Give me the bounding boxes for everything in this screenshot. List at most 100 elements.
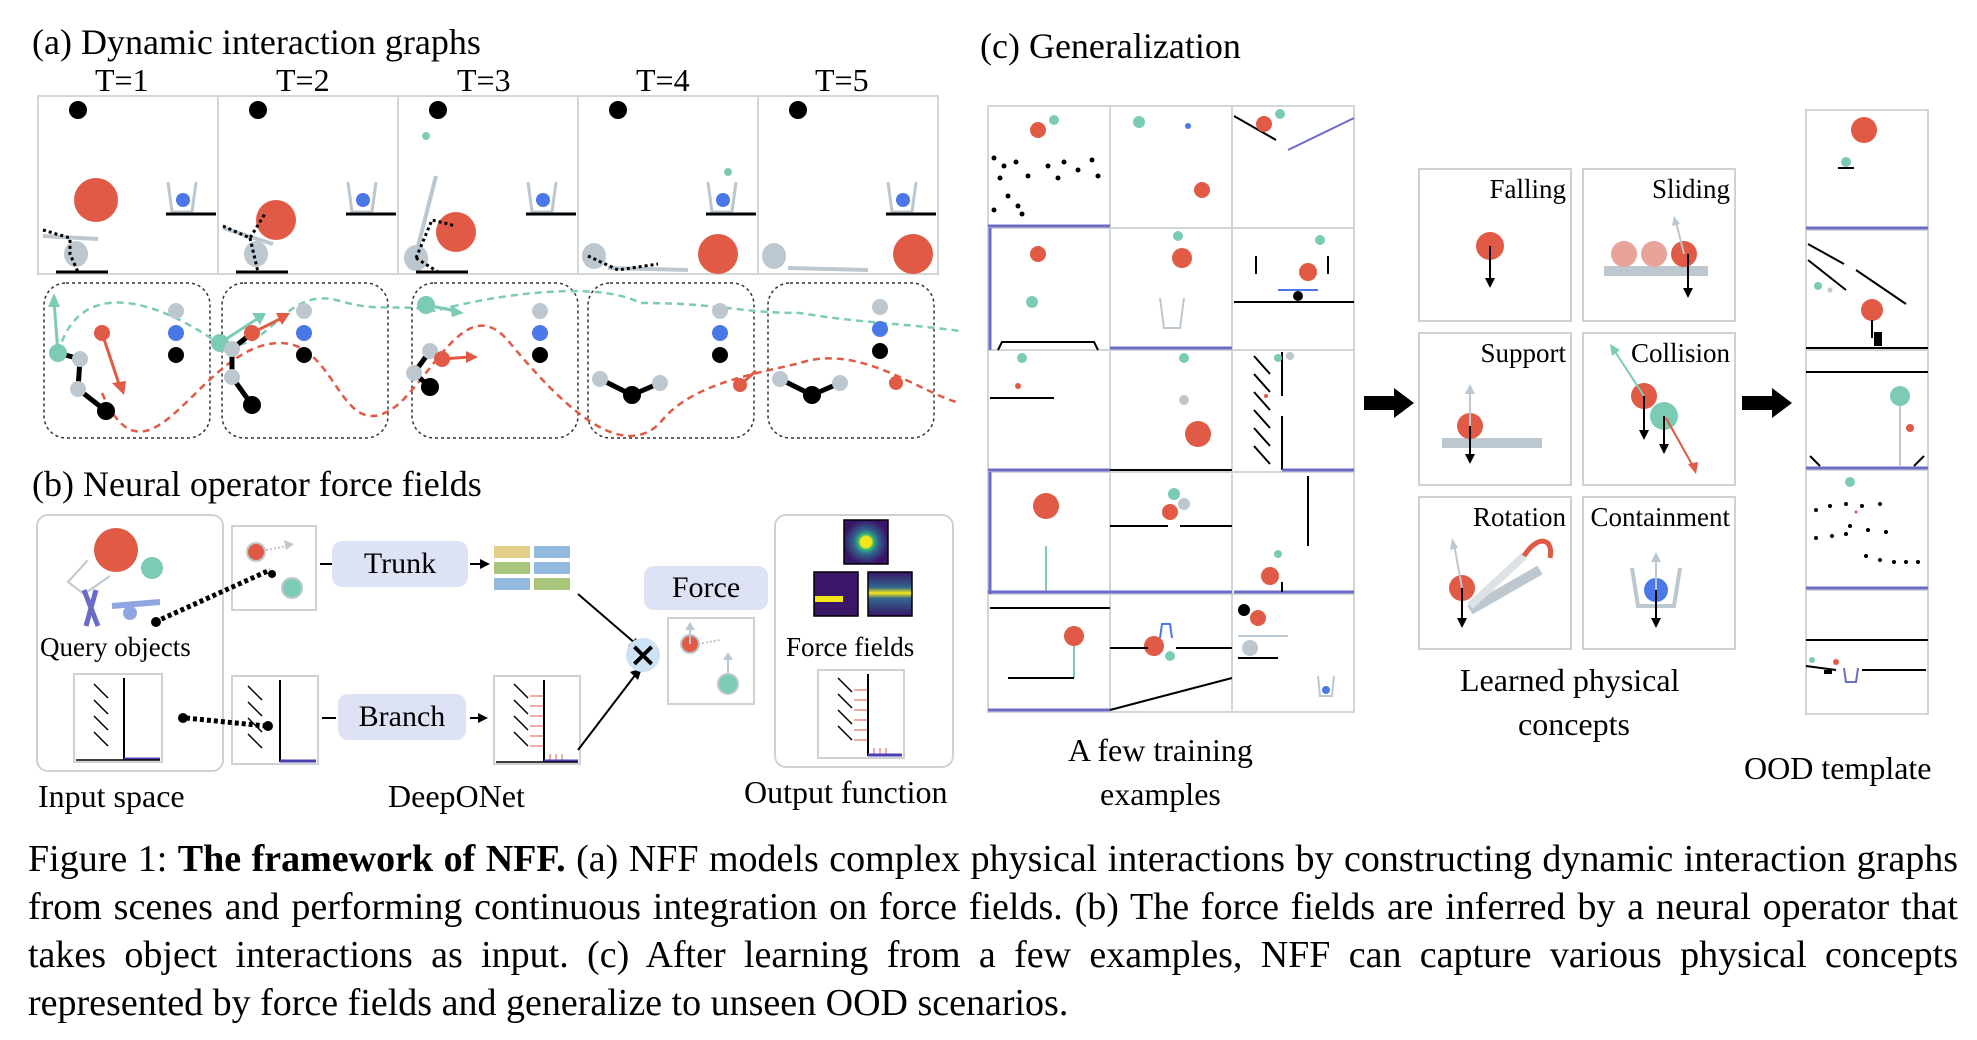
concept-card-sliding: Sliding	[1582, 168, 1736, 322]
heatmap-band	[867, 571, 913, 617]
graph-t5	[772, 299, 903, 404]
scene-frame-t5	[757, 95, 939, 275]
concepts-grid: Falling Sliding Support Collision	[1418, 168, 1738, 652]
panel-b-title: (b) Neural operator force fields	[32, 464, 482, 504]
training-example-14	[1109, 623, 1233, 711]
scene-frame-t4	[577, 95, 759, 275]
force-field-heatmaps	[813, 519, 913, 617]
training-example-15	[1238, 604, 1335, 697]
ood-template-2	[1806, 243, 1928, 349]
arrow-to-concepts	[1364, 388, 1414, 418]
falling-illustration	[1476, 232, 1504, 288]
heatmap-corner	[813, 571, 859, 617]
trunk-arrows	[320, 559, 490, 569]
panel-a-title: (a) Dynamic interaction graphs	[32, 22, 481, 62]
rotation-illustration	[1449, 538, 1554, 628]
collision-illustration	[1610, 344, 1698, 474]
heatmap-radial	[843, 519, 889, 565]
learned-concepts-label-2: concepts	[1518, 706, 1630, 742]
interaction-graphs	[43, 282, 961, 439]
training-example-2	[1133, 116, 1210, 198]
concept-card-collision: Collision	[1582, 332, 1736, 486]
training-example-4	[988, 228, 1099, 351]
concept-card-support: Support	[1418, 332, 1572, 486]
trunk-label: Trunk	[363, 547, 437, 580]
scene-frames	[37, 95, 939, 275]
graph-t1	[48, 293, 184, 420]
time-step-label: T=1	[95, 62, 149, 98]
force-output-scene	[667, 617, 755, 705]
time-step-label: T=2	[276, 62, 330, 98]
output-wall-scene	[817, 669, 905, 759]
merge-arrows	[577, 593, 642, 751]
time-step-label: T=5	[815, 62, 869, 98]
branch-output-scene	[493, 675, 581, 765]
graph-t3	[406, 296, 548, 396]
branch-label: Branch	[358, 700, 446, 733]
graph-t2	[211, 303, 312, 414]
force-output: Force	[644, 566, 768, 610]
training-example-13	[988, 607, 1110, 712]
force-fields-label: Force fields	[786, 632, 915, 662]
ood-template-1	[1806, 117, 1928, 230]
query-dotted-line-trunk	[153, 567, 272, 625]
ood-template-5	[1805, 639, 1928, 683]
branch-arrows	[322, 713, 488, 723]
input-wall-scene	[73, 673, 163, 763]
caption-bold-title: The framework of NFF.	[177, 838, 566, 880]
input-space-label: Input space	[38, 778, 185, 814]
cup	[166, 181, 198, 214]
branch-input-scene	[231, 675, 319, 765]
concept-label: Falling	[1489, 174, 1566, 204]
sliding-illustration	[1604, 216, 1708, 298]
training-example-5	[1110, 231, 1232, 350]
ood-template-label: OOD template	[1744, 750, 1932, 786]
ood-templates-column	[1805, 109, 1929, 715]
training-example-3	[1233, 109, 1355, 151]
caption-prefix: Figure 1:	[28, 838, 178, 880]
concept-label: Sliding	[1651, 174, 1730, 204]
concept-label: Support	[1480, 338, 1566, 368]
multiply-node: ×	[626, 638, 660, 672]
training-example-10	[988, 472, 1110, 594]
ood-template-3	[1806, 371, 1928, 470]
trunk-net: Trunk	[332, 541, 468, 587]
scene-frame-t1	[37, 95, 219, 275]
figure-caption: Figure 1: The framework of NFF. (a) NFF …	[28, 835, 1958, 1027]
concept-label: Rotation	[1473, 502, 1566, 532]
training-example-11	[1110, 488, 1232, 594]
training-examples-grid	[987, 105, 1355, 713]
query-objects-illustration	[66, 528, 163, 627]
concept-card-containment: Containment	[1582, 496, 1736, 650]
learned-concepts-label-1: Learned physical	[1460, 662, 1680, 698]
training-example-6	[1234, 235, 1354, 303]
blue-ball	[176, 193, 190, 207]
time-step-label: T=3	[457, 62, 511, 98]
training-example-8	[1110, 353, 1232, 471]
red-ball	[74, 178, 118, 222]
teal-trajectory	[56, 289, 961, 354]
concept-card-rotation: Rotation	[1418, 496, 1572, 650]
multiply-symbol: ×	[628, 635, 658, 675]
support-illustration	[1442, 384, 1542, 464]
query-objects-label: Query objects	[40, 632, 191, 662]
containment-illustration	[1630, 552, 1682, 628]
arrow-to-ood	[1742, 388, 1792, 418]
query-dotted-line-branch	[178, 713, 267, 729]
time-step-label: T=4	[636, 62, 690, 98]
trunk-input-scene	[231, 525, 317, 611]
training-example-12	[1234, 476, 1354, 594]
ood-template-4	[1806, 477, 1928, 590]
training-examples-label-2: examples	[1100, 776, 1221, 812]
red-trajectory	[100, 324, 961, 438]
trunk-embedding-grid	[494, 546, 570, 590]
caption-body: (a) NFF models complex physical interact…	[28, 838, 1958, 1024]
training-example-1	[988, 115, 1110, 228]
output-function-label: Output function	[744, 774, 948, 810]
concept-label: Collision	[1630, 338, 1730, 368]
training-example-9	[1253, 352, 1354, 472]
force-label: Force	[671, 571, 741, 604]
graph-t4	[592, 303, 757, 404]
training-examples-label-1: A few training	[1068, 732, 1253, 768]
panel-c-title: (c) Generalization	[980, 26, 1241, 66]
